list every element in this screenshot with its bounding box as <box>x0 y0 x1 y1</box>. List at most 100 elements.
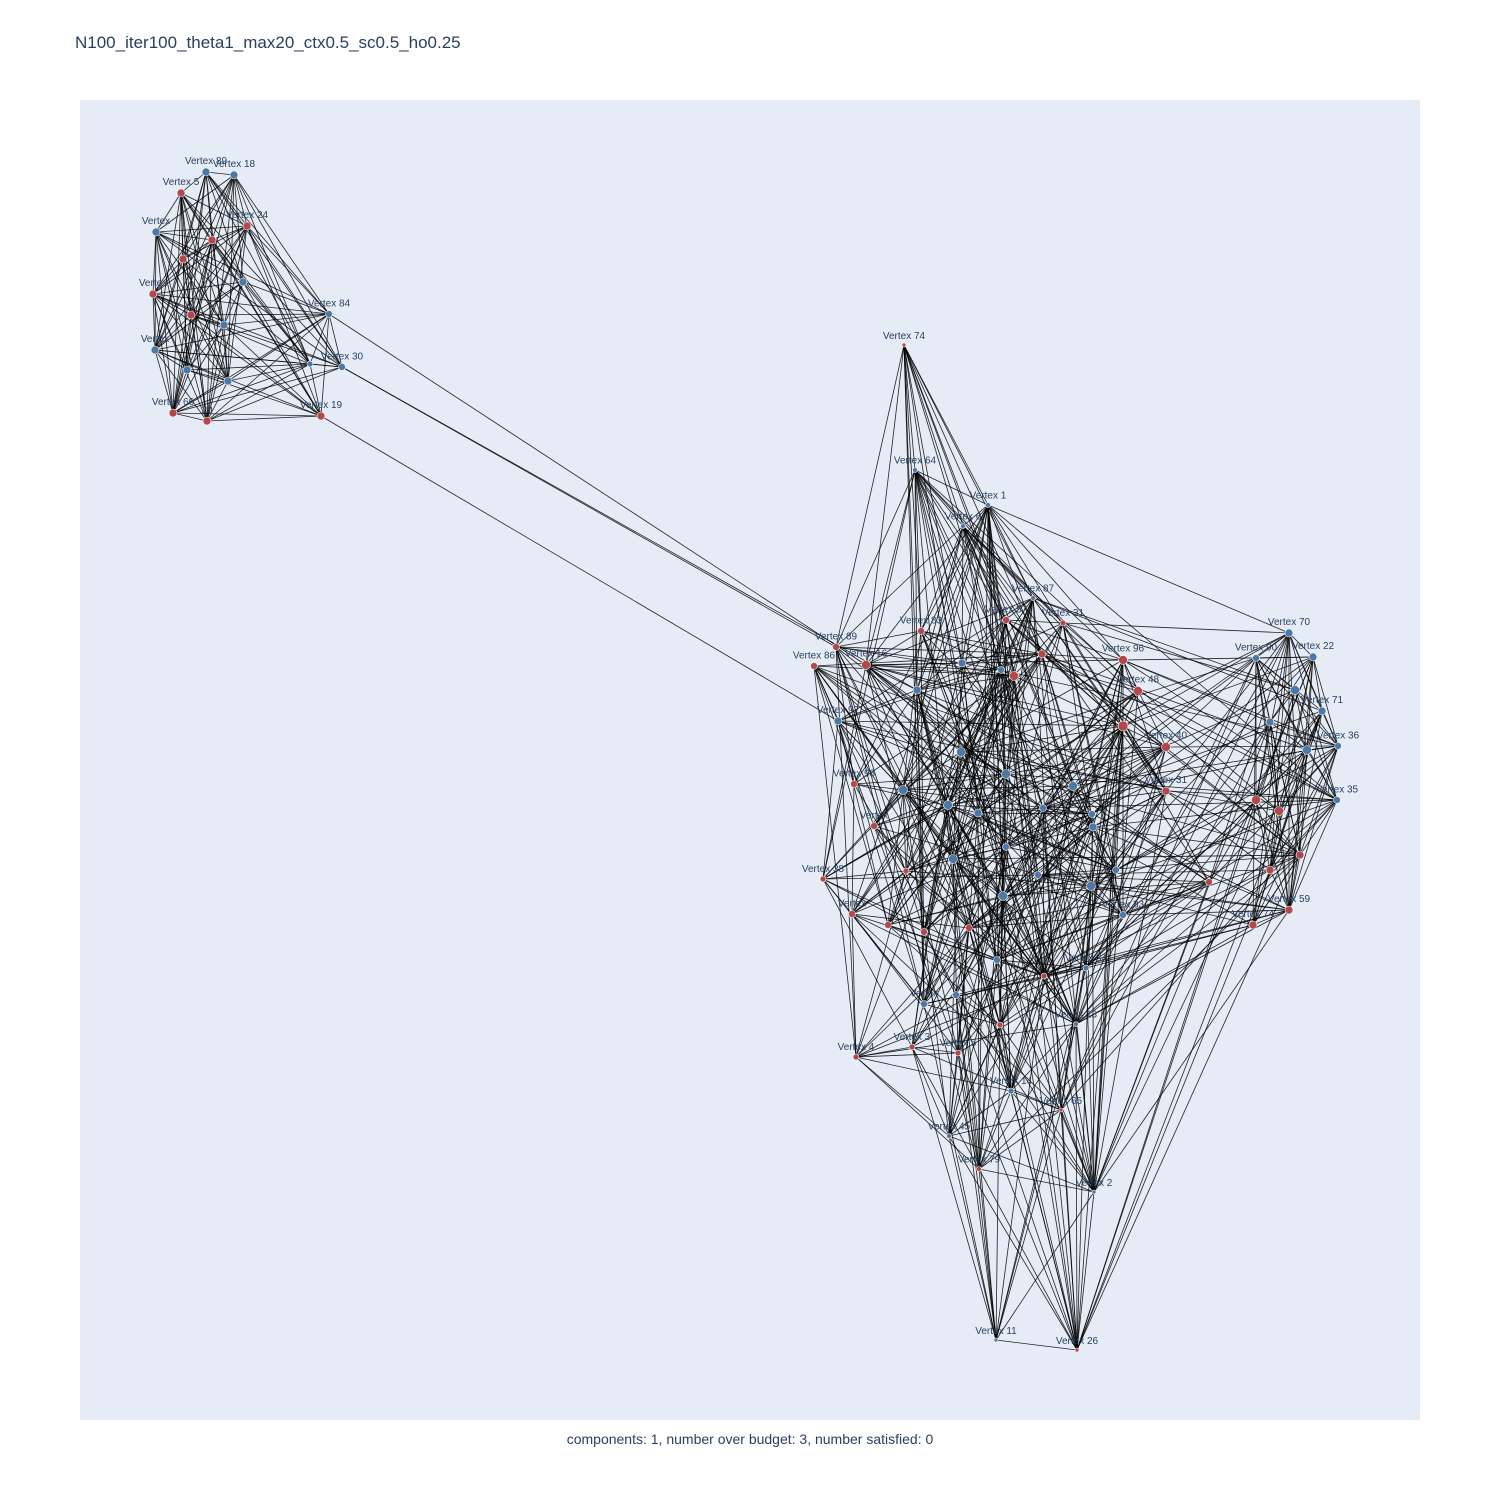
graph-node[interactable] <box>1265 717 1275 727</box>
graph-node[interactable] <box>1333 796 1341 804</box>
graph-node[interactable] <box>912 685 922 695</box>
graph-node[interactable] <box>1161 742 1171 752</box>
graph-node[interactable] <box>1037 649 1047 659</box>
graph-node[interactable] <box>902 867 910 875</box>
graph-node[interactable] <box>1002 616 1010 624</box>
graph-node[interactable] <box>946 1133 952 1139</box>
graph-node[interactable] <box>998 891 1008 901</box>
graph-node[interactable] <box>1040 972 1048 980</box>
graph-node[interactable] <box>176 188 186 198</box>
graph-node[interactable] <box>993 956 1001 964</box>
graph-node[interactable] <box>1133 686 1143 696</box>
graph-edge <box>920 525 964 632</box>
graph-node[interactable] <box>150 345 160 355</box>
graph-node[interactable] <box>960 523 966 529</box>
graph-node[interactable] <box>861 660 871 670</box>
graph-node[interactable] <box>1302 745 1312 755</box>
graph-node[interactable] <box>1091 1189 1097 1195</box>
graph-node[interactable] <box>1074 1347 1080 1353</box>
graph-node[interactable] <box>973 808 983 818</box>
graph-node[interactable] <box>965 924 973 932</box>
graph-node[interactable] <box>182 365 192 375</box>
graph-node[interactable] <box>976 1166 982 1172</box>
graph-node[interactable] <box>1248 920 1258 930</box>
graph-node[interactable] <box>148 289 158 299</box>
graph-node[interactable] <box>810 662 818 670</box>
graph-node[interactable] <box>1009 671 1019 681</box>
graph-node[interactable] <box>917 627 925 635</box>
graph-node[interactable] <box>151 227 161 237</box>
graph-node[interactable] <box>832 643 840 651</box>
graph-node[interactable] <box>201 167 211 177</box>
graph-node[interactable] <box>202 416 212 426</box>
graph-node[interactable] <box>898 785 908 795</box>
graph-node[interactable] <box>238 277 248 287</box>
graph-node[interactable] <box>1284 628 1294 638</box>
graph-node[interactable] <box>870 822 878 830</box>
graph-node[interactable] <box>920 928 928 936</box>
graph-node[interactable] <box>848 910 856 918</box>
graph-node[interactable] <box>1030 595 1036 601</box>
graph-node[interactable] <box>1034 871 1042 879</box>
graph-node[interactable] <box>1274 806 1284 816</box>
graph-node[interactable] <box>1068 781 1078 791</box>
graph-node[interactable] <box>1290 685 1300 695</box>
graph-node[interactable] <box>1112 866 1120 874</box>
graph-node[interactable] <box>1317 706 1327 716</box>
graph-node[interactable] <box>325 310 333 318</box>
graph-node[interactable] <box>1161 786 1171 796</box>
graph-node[interactable] <box>1039 804 1047 812</box>
graph-node[interactable] <box>1252 654 1260 662</box>
graph-node[interactable] <box>1082 964 1090 972</box>
graph-node[interactable] <box>186 310 196 320</box>
graph-node[interactable] <box>920 1000 928 1008</box>
graph-node[interactable] <box>884 921 892 929</box>
graph-node[interactable] <box>850 780 858 788</box>
graph-node[interactable] <box>1251 795 1261 805</box>
graph-node[interactable] <box>338 363 346 371</box>
graph-node[interactable] <box>229 170 239 180</box>
graph-node[interactable] <box>1058 1107 1064 1113</box>
graph-node[interactable] <box>1334 742 1342 750</box>
graph-node[interactable] <box>1308 652 1318 662</box>
graph-node[interactable] <box>833 716 843 726</box>
graph-node[interactable] <box>1059 619 1067 627</box>
graph-node[interactable] <box>957 658 967 668</box>
graph-node[interactable] <box>1088 810 1096 818</box>
graph-node[interactable] <box>168 408 178 418</box>
graph-node[interactable] <box>985 502 991 508</box>
graph-node[interactable] <box>1119 911 1127 919</box>
graph-node[interactable] <box>954 1049 962 1057</box>
graph-node[interactable] <box>1205 878 1213 886</box>
graph-node[interactable] <box>908 1043 916 1051</box>
graph-node[interactable] <box>1265 865 1275 875</box>
graph-node[interactable] <box>223 376 233 386</box>
graph-node[interactable] <box>956 747 966 757</box>
graph-node[interactable] <box>1295 850 1305 860</box>
graph-node[interactable] <box>306 360 314 368</box>
graph-node[interactable] <box>316 411 326 421</box>
graph-node[interactable] <box>1007 1087 1015 1095</box>
graph-node[interactable] <box>1117 720 1129 732</box>
graph-node[interactable] <box>242 221 252 231</box>
graph-node[interactable] <box>943 800 953 810</box>
graph-node[interactable] <box>219 320 229 330</box>
graph-node[interactable] <box>852 1053 860 1061</box>
graph-node[interactable] <box>1088 822 1098 832</box>
graph-node[interactable] <box>997 666 1005 674</box>
graph-node[interactable] <box>993 1337 999 1343</box>
graph-node[interactable] <box>1284 905 1294 915</box>
graph-node[interactable] <box>819 875 827 883</box>
graph-node[interactable] <box>901 342 907 348</box>
graph-node[interactable] <box>1001 769 1011 779</box>
graph-node[interactable] <box>1073 1021 1079 1027</box>
graph-node[interactable] <box>1118 655 1128 665</box>
graph-node[interactable] <box>996 1021 1004 1029</box>
graph-node[interactable] <box>912 467 918 473</box>
graph-node[interactable] <box>1002 843 1010 851</box>
graph-node[interactable] <box>207 235 217 245</box>
graph-node[interactable] <box>948 854 958 864</box>
graph-node[interactable] <box>178 254 188 264</box>
graph-node[interactable] <box>1086 881 1096 891</box>
graph-node[interactable] <box>952 991 960 999</box>
